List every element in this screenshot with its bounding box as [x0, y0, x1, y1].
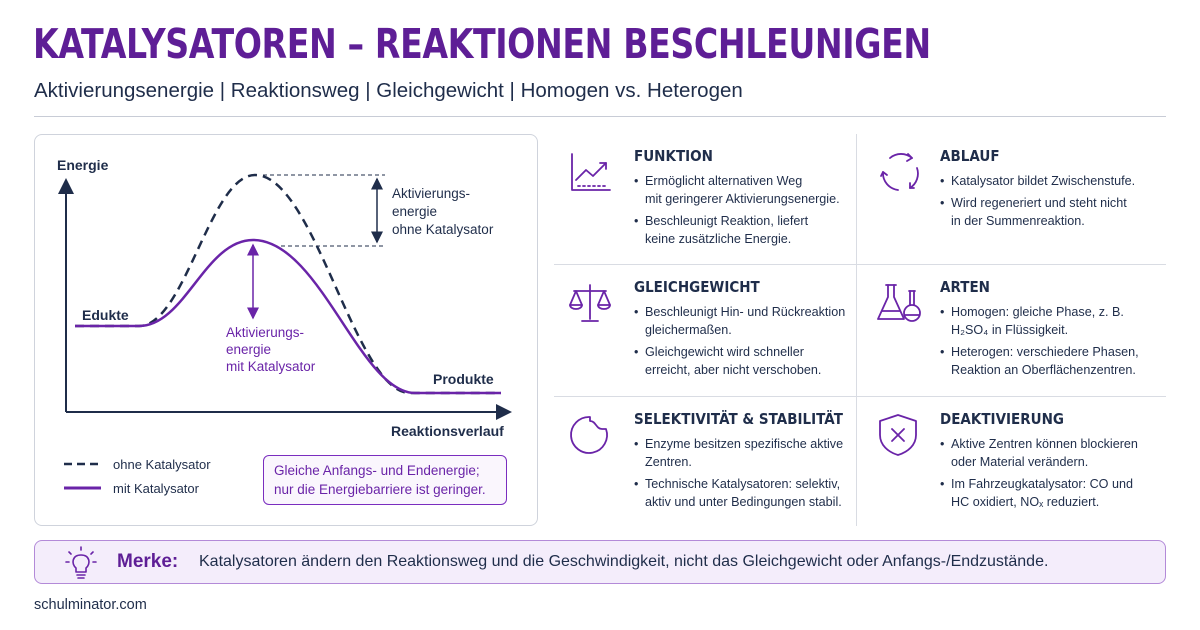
- card-deaktivierung: DEAKTIVIERUNG Aktive Zentren können bloc…: [860, 397, 1166, 528]
- legend-catalyzed: mit Katalysator: [113, 481, 200, 496]
- chart-up-icon: [571, 153, 611, 191]
- card-heading: ARTEN: [940, 278, 990, 296]
- card-heading: ABLAUF: [940, 147, 1000, 165]
- card-bullet: Homogen: gleiche Phase, z. B.H₂SO₄ in Fl…: [940, 303, 1165, 339]
- card-ablauf: ABLAUF Katalysator bildet Zwischenstufe.…: [860, 134, 1166, 265]
- card-bullet: Beschleunigt Hin- und Rückreaktiongleich…: [634, 303, 859, 339]
- page-subtitle: Aktivierungsenergie | Reaktionsweg | Gle…: [34, 79, 743, 102]
- energy-diagram-panel: Energie Reaktionsverlauf Aktivierungs- e…: [34, 134, 538, 526]
- header-divider: [34, 116, 1166, 117]
- uncatalyzed-curve: [75, 173, 501, 395]
- flasks-icon: [877, 284, 921, 322]
- balance-scale-icon: [569, 284, 611, 322]
- merke-label: Merke:: [117, 551, 179, 572]
- reactants-label: Edukte: [82, 307, 129, 323]
- x-axis-label: Reaktionsverlauf: [391, 423, 504, 439]
- card-heading: DEAKTIVIERUNG: [940, 410, 1065, 428]
- energy-diagram: Energie Reaktionsverlauf Aktivierungs- e…: [57, 157, 512, 496]
- catalyzed-curve: [75, 238, 501, 395]
- merke-banner: Merke: Katalysatoren ändern den Reaktion…: [34, 540, 1166, 584]
- card-heading: GLEICHGEWICHT: [634, 278, 760, 296]
- lightbulb-icon: [65, 546, 97, 579]
- ea-uncat-label: Aktivierungs- energie ohne Katalysator: [392, 186, 494, 237]
- merke-text: Katalysatoren ändern den Reaktionsweg un…: [199, 553, 1049, 570]
- footer-source: schulminator.com: [34, 597, 147, 613]
- card-heading: FUNKTION: [634, 147, 713, 165]
- y-axis-label: Energie: [57, 157, 109, 173]
- card-bullet: Technische Katalysatoren: selektiv,aktiv…: [634, 475, 859, 511]
- card-gleichgewicht: GLEICHGEWICHT Beschleunigt Hin- und Rück…: [554, 265, 860, 396]
- grid-divider-row-2: [554, 396, 1166, 397]
- cycle-arrows-icon: [880, 153, 919, 191]
- grid-divider-row-1: [554, 264, 1166, 265]
- card-heading: SELEKTIVITÄT & STABILITÄT: [634, 410, 843, 428]
- shield-x-icon: [879, 414, 917, 456]
- products-label: Produkte: [433, 371, 494, 387]
- page-title: KATALYSATOREN – REAKTIONEN BESCHLEUNIGEN: [33, 20, 931, 68]
- card-bullet: Enzyme besitzen spezifische aktiveZentre…: [634, 435, 859, 471]
- legend-uncatalyzed: ohne Katalysator: [113, 457, 211, 472]
- enzyme-pacman-icon: [570, 416, 608, 454]
- info-grid: FUNKTION Ermöglicht alternativen Wegmit …: [554, 134, 1166, 526]
- card-selektivitaet: SELEKTIVITÄT & STABILITÄT Enzyme besitze…: [554, 397, 860, 528]
- card-funktion: FUNKTION Ermöglicht alternativen Wegmit …: [554, 134, 860, 265]
- diagram-note: Gleiche Anfangs- und Endenergie; nur die…: [263, 455, 507, 505]
- ea-cat-label: Aktivierungs- energie mit Katalysator: [226, 325, 316, 374]
- card-arten: ARTEN Homogen: gleiche Phase, z. B.H₂SO₄…: [860, 265, 1166, 396]
- card-bullet: Heterogen: verschiedere Phasen,Reaktion …: [940, 343, 1165, 379]
- card-bullet: Katalysator bildet Zwischenstufe.: [940, 172, 1165, 190]
